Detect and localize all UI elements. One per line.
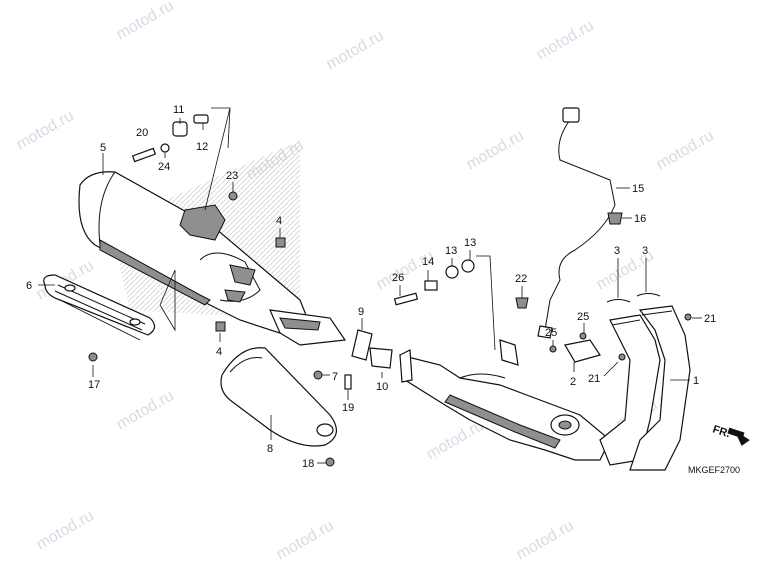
- callout-2: 2: [570, 376, 576, 388]
- nut-23: [228, 191, 238, 201]
- exhaust-pipe-part-1: [399, 305, 691, 471]
- grommet-13a: [445, 265, 459, 279]
- gasket-10: [369, 347, 393, 369]
- callout-25b: 25: [545, 327, 557, 339]
- callout-16: 16: [634, 213, 646, 225]
- callout-21b: 21: [588, 373, 600, 385]
- bolt-19: [344, 374, 352, 390]
- watermark: motod.ru: [114, 0, 177, 43]
- callout-10: 10: [376, 381, 388, 393]
- callout-3b: 3: [642, 245, 648, 257]
- o2-sensor-part-15: [537, 107, 616, 339]
- gasket-3b: [636, 293, 661, 297]
- callout-5: 5: [100, 142, 106, 154]
- watermark: motod.ru: [14, 107, 77, 153]
- diagram-code: MKGEF2700: [688, 465, 740, 475]
- callout-7: 7: [332, 371, 338, 383]
- callout-13a: 13: [445, 245, 457, 257]
- bolt-18: [325, 457, 335, 467]
- gasket-3a: [606, 299, 631, 303]
- muffler-part-5: [78, 171, 347, 346]
- hardware-group: [88, 114, 692, 467]
- callout-14: 14: [422, 256, 434, 268]
- callout-6: 6: [26, 280, 32, 292]
- muffler-shield-part-8: [220, 347, 337, 447]
- grommet-13b: [461, 259, 475, 273]
- clamp-22: [515, 297, 529, 309]
- nut-21b: [618, 353, 626, 361]
- callout-15: 15: [632, 183, 644, 195]
- callout-12: 12: [196, 141, 208, 153]
- watermark: motod.ru: [114, 387, 177, 433]
- watermark: motod.ru: [324, 27, 387, 73]
- bolt-12: [193, 114, 209, 124]
- leader-lines: [38, 107, 702, 464]
- callout-19: 19: [342, 402, 354, 414]
- nut-21a: [684, 313, 692, 321]
- callout-8: 8: [267, 443, 273, 455]
- callout-25a: 25: [577, 311, 589, 323]
- gasket-9: [351, 329, 373, 361]
- heat-guard-part-6: [43, 274, 156, 336]
- callout-23: 23: [226, 170, 238, 182]
- watermark: motod.ru: [274, 517, 337, 563]
- collar-11: [172, 121, 188, 137]
- rubber-4b: [215, 321, 226, 332]
- callout-21a: 21: [704, 313, 716, 325]
- callout-17: 17: [88, 379, 100, 391]
- watermark: motod.ru: [34, 507, 97, 553]
- callout-3a: 3: [614, 245, 620, 257]
- callout-11: 11: [173, 104, 184, 116]
- watermark: motod.ru: [534, 17, 597, 63]
- callout-24: 24: [158, 161, 170, 173]
- callout-20: 20: [136, 127, 148, 139]
- callout-4a: 4: [276, 215, 282, 227]
- bolt-25b: [549, 345, 557, 353]
- rubber-4a: [275, 237, 286, 248]
- washer-24: [160, 143, 170, 153]
- watermark: motod.ru: [654, 127, 717, 173]
- nut-7: [313, 370, 323, 380]
- callout-18: 18: [302, 458, 314, 470]
- callout-labels: 5 6 17 20 24 11 12 23 4 4 9 7 10 19 8 18…: [26, 104, 716, 470]
- watermark-layer: motod.ru motod.ru motod.ru motod.ru moto…: [14, 0, 717, 563]
- bracket-2: [564, 339, 601, 363]
- collar-14: [424, 280, 438, 291]
- callout-26: 26: [392, 272, 404, 284]
- callout-1: 1: [693, 375, 699, 387]
- bolt-26: [393, 292, 419, 306]
- clip-16: [607, 212, 623, 225]
- front-direction-arrow: [727, 427, 750, 446]
- bolt-20: [131, 147, 157, 163]
- callout-13b: 13: [464, 237, 476, 249]
- callout-22: 22: [515, 273, 527, 285]
- callout-9: 9: [358, 306, 364, 318]
- callout-4b: 4: [216, 346, 222, 358]
- watermark: motod.ru: [464, 127, 527, 173]
- screw-17: [88, 352, 98, 362]
- watermark: motod.ru: [514, 517, 577, 563]
- direction-label: FR.: [711, 423, 732, 440]
- bolt-25a: [579, 332, 587, 340]
